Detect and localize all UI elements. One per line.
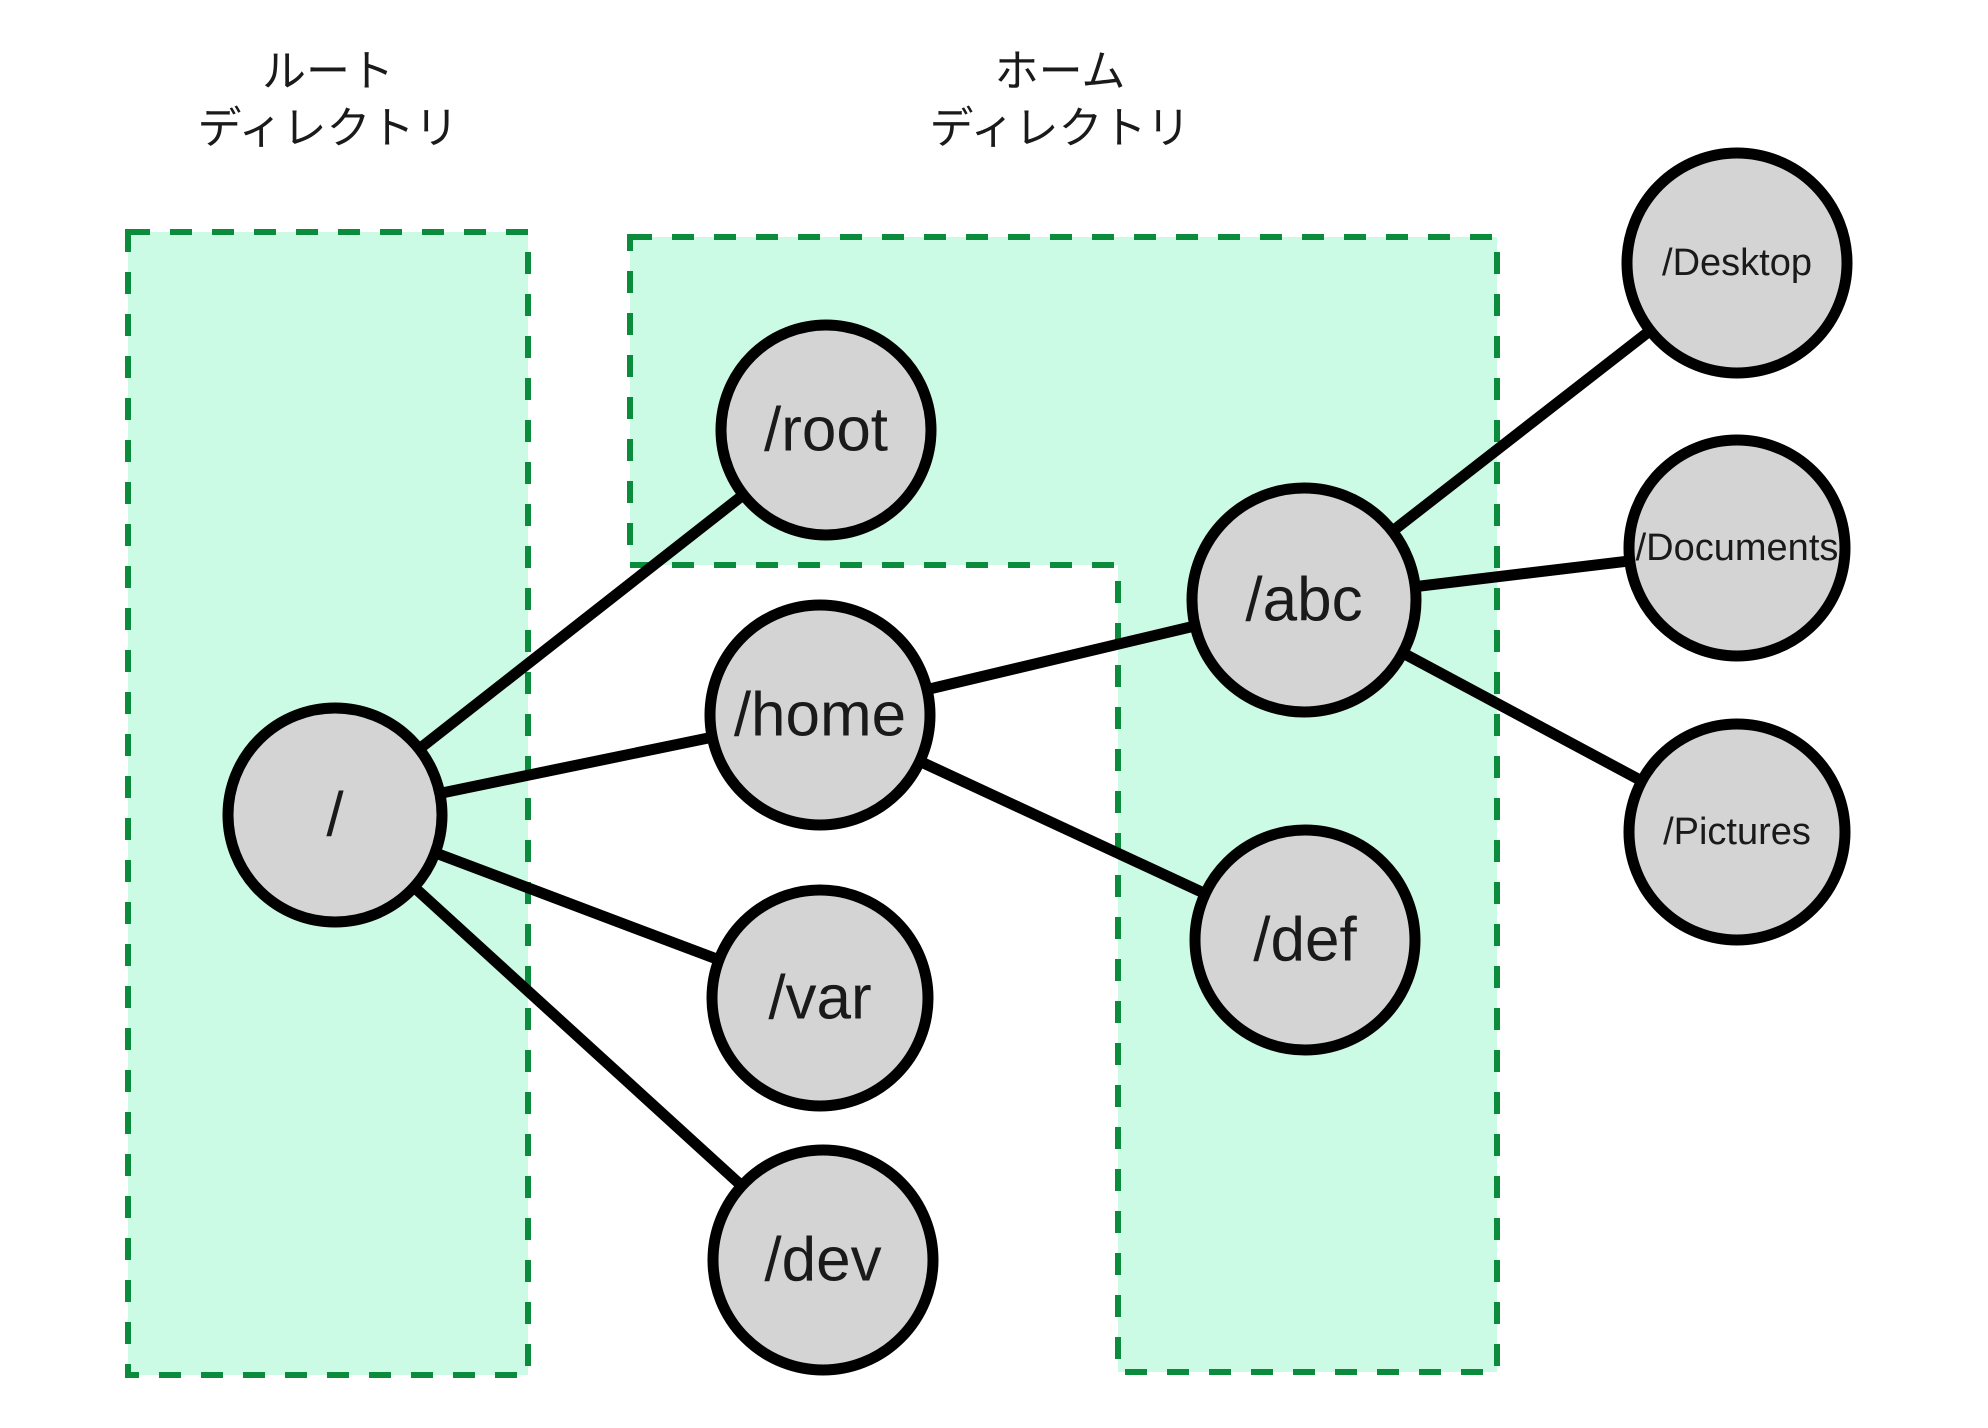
edge-home-to-abc — [921, 619, 1201, 696]
edge-abc-to-pictures — [1396, 646, 1648, 788]
node-abc-circle[interactable] — [1186, 482, 1422, 718]
node-home-label: /home — [734, 681, 906, 750]
node-var-circle[interactable] — [706, 884, 934, 1112]
node-desktop-circle[interactable] — [1621, 147, 1853, 379]
region-root-directory-border — [125, 229, 531, 1378]
node-dev[interactable]: /dev — [707, 1144, 939, 1376]
group-title-home-line1: ホーム — [995, 47, 1126, 96]
node-root-label: / — [326, 781, 344, 850]
edge-root-to-var — [429, 846, 725, 967]
node-root-circle[interactable] — [222, 702, 448, 928]
region-home-directory-border — [627, 234, 1500, 1375]
edge-abc-to-desktop — [1385, 323, 1657, 539]
node-def-label: /def — [1253, 906, 1357, 975]
node-root-home[interactable]: /root — [715, 319, 937, 541]
node-var[interactable]: /var — [706, 884, 934, 1112]
node-desktop[interactable]: /Desktop — [1621, 147, 1853, 379]
group-title-home-line2: ディレクトリ — [930, 104, 1191, 153]
edge-root-to-dev — [407, 880, 749, 1193]
group-titles: ルート ディレクトリ ホーム ディレクトリ — [198, 47, 1191, 153]
node-dev-circle[interactable] — [707, 1144, 939, 1376]
group-title-root-line1: ルート — [262, 47, 394, 96]
node-home[interactable]: /home — [704, 599, 936, 831]
node-pictures-label: /Pictures — [1663, 811, 1811, 853]
node-home-circle[interactable] — [704, 599, 936, 831]
node-def[interactable]: /def — [1189, 824, 1421, 1056]
node-root-home-label: /root — [764, 396, 888, 465]
group-title-root-line2: ディレクトリ — [198, 104, 459, 153]
node-abc-label: /abc — [1245, 566, 1362, 635]
edge-abc-to-documents — [1410, 554, 1635, 593]
edge-root-to-root-home — [412, 487, 750, 756]
node-pictures[interactable]: /Pictures — [1623, 718, 1851, 946]
node-dev-label: /dev — [764, 1226, 881, 1295]
node-root-home-circle[interactable] — [715, 319, 937, 541]
node-documents-circle[interactable] — [1623, 434, 1851, 662]
edge-layer — [407, 323, 1657, 1193]
node-var-label: /var — [768, 964, 871, 1033]
node-pictures-circle[interactable] — [1623, 718, 1851, 946]
node-def-circle[interactable] — [1189, 824, 1421, 1056]
node-root[interactable]: / — [222, 702, 448, 928]
node-documents-label: /Documents — [1636, 527, 1839, 569]
edge-home-to-def — [913, 754, 1212, 901]
node-layer: / /root/home/var/dev/abc/def/Desktop/Docu… — [222, 147, 1853, 1376]
node-desktop-label: /Desktop — [1662, 242, 1812, 284]
node-documents[interactable]: /Documents — [1623, 434, 1851, 662]
edge-root-to-home — [434, 731, 718, 800]
node-abc[interactable]: /abc — [1186, 482, 1422, 718]
